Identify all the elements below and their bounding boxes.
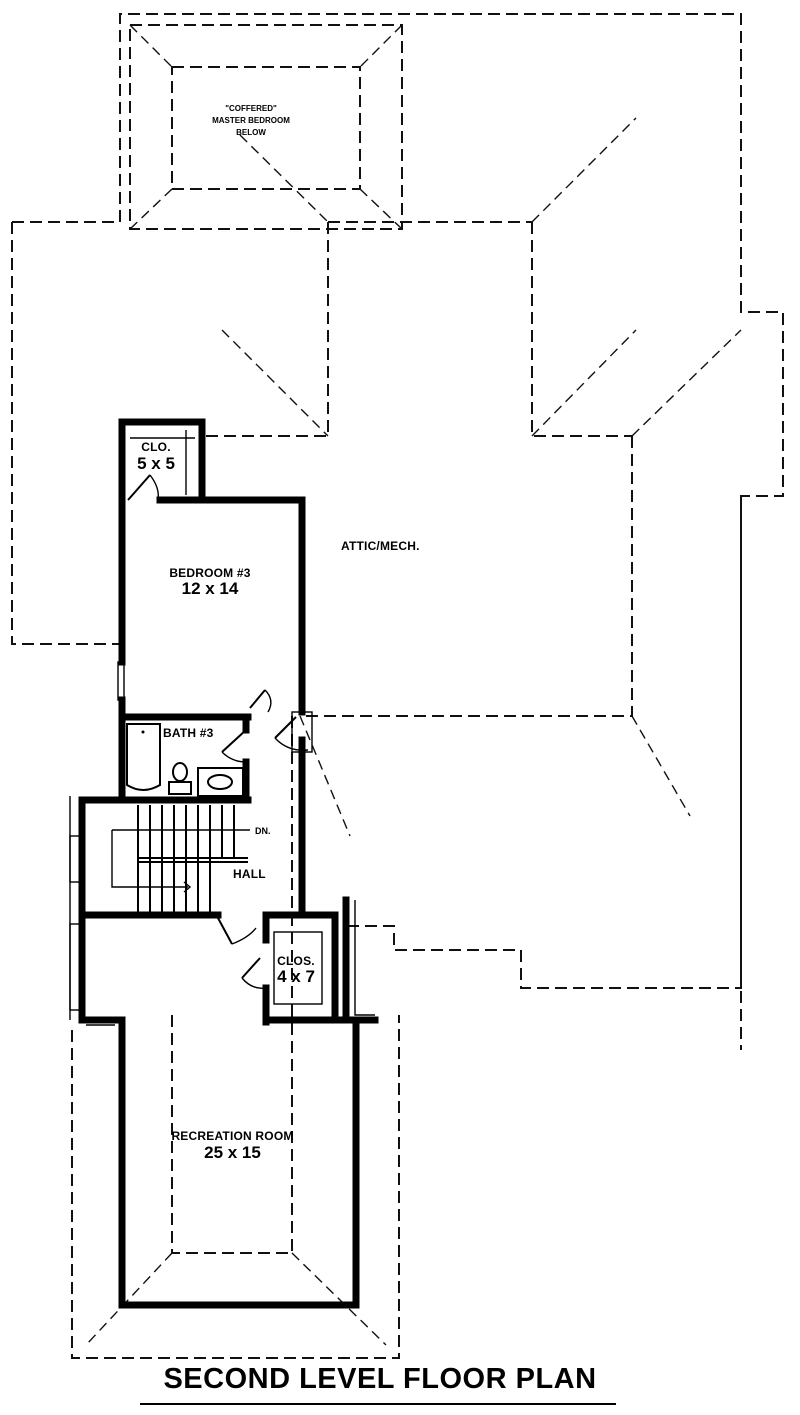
- room-bedroom-3: BEDROOM #3 12 x 14: [150, 567, 270, 597]
- closet-1-dims: 5 x 5: [137, 454, 175, 473]
- coffered-note: "COFFERED" MASTER BEDROOM BELOW: [196, 103, 306, 139]
- recreation-dims: 25 x 15: [204, 1143, 261, 1162]
- coffered-note-line2: MASTER BEDROOM: [212, 116, 290, 125]
- fixtures: [69, 430, 375, 1026]
- room-closet-2: CLOS. 4 x 7: [266, 955, 326, 985]
- coffered-note-line3: BELOW: [236, 128, 266, 137]
- recreation-name: RECREATION ROOM: [171, 1129, 294, 1143]
- roof-outline: [11, 13, 784, 1359]
- coffered-note-line1: "COFFERED": [225, 104, 277, 113]
- walls: [78, 418, 379, 1309]
- closet-1-name: CLO.: [141, 440, 171, 454]
- room-hall: HALL: [233, 867, 266, 881]
- closet-2-dims: 4 x 7: [277, 967, 315, 986]
- plan-title: SECOND LEVEL FLOOR PLAN: [163, 1363, 597, 1395]
- room-attic-mech: ATTIC/MECH.: [341, 539, 420, 553]
- room-bath-3: BATH #3: [163, 726, 214, 740]
- closet-2-name: CLOS.: [277, 954, 315, 968]
- title-underline: [140, 1403, 616, 1405]
- bedroom-3-name: BEDROOM #3: [169, 566, 251, 580]
- stair-down-label: DN.: [255, 826, 271, 836]
- bedroom-3-dims: 12 x 14: [181, 579, 239, 598]
- room-closet-1: CLO. 5 x 5: [126, 441, 186, 472]
- room-recreation: RECREATION ROOM 25 x 15: [150, 1130, 315, 1161]
